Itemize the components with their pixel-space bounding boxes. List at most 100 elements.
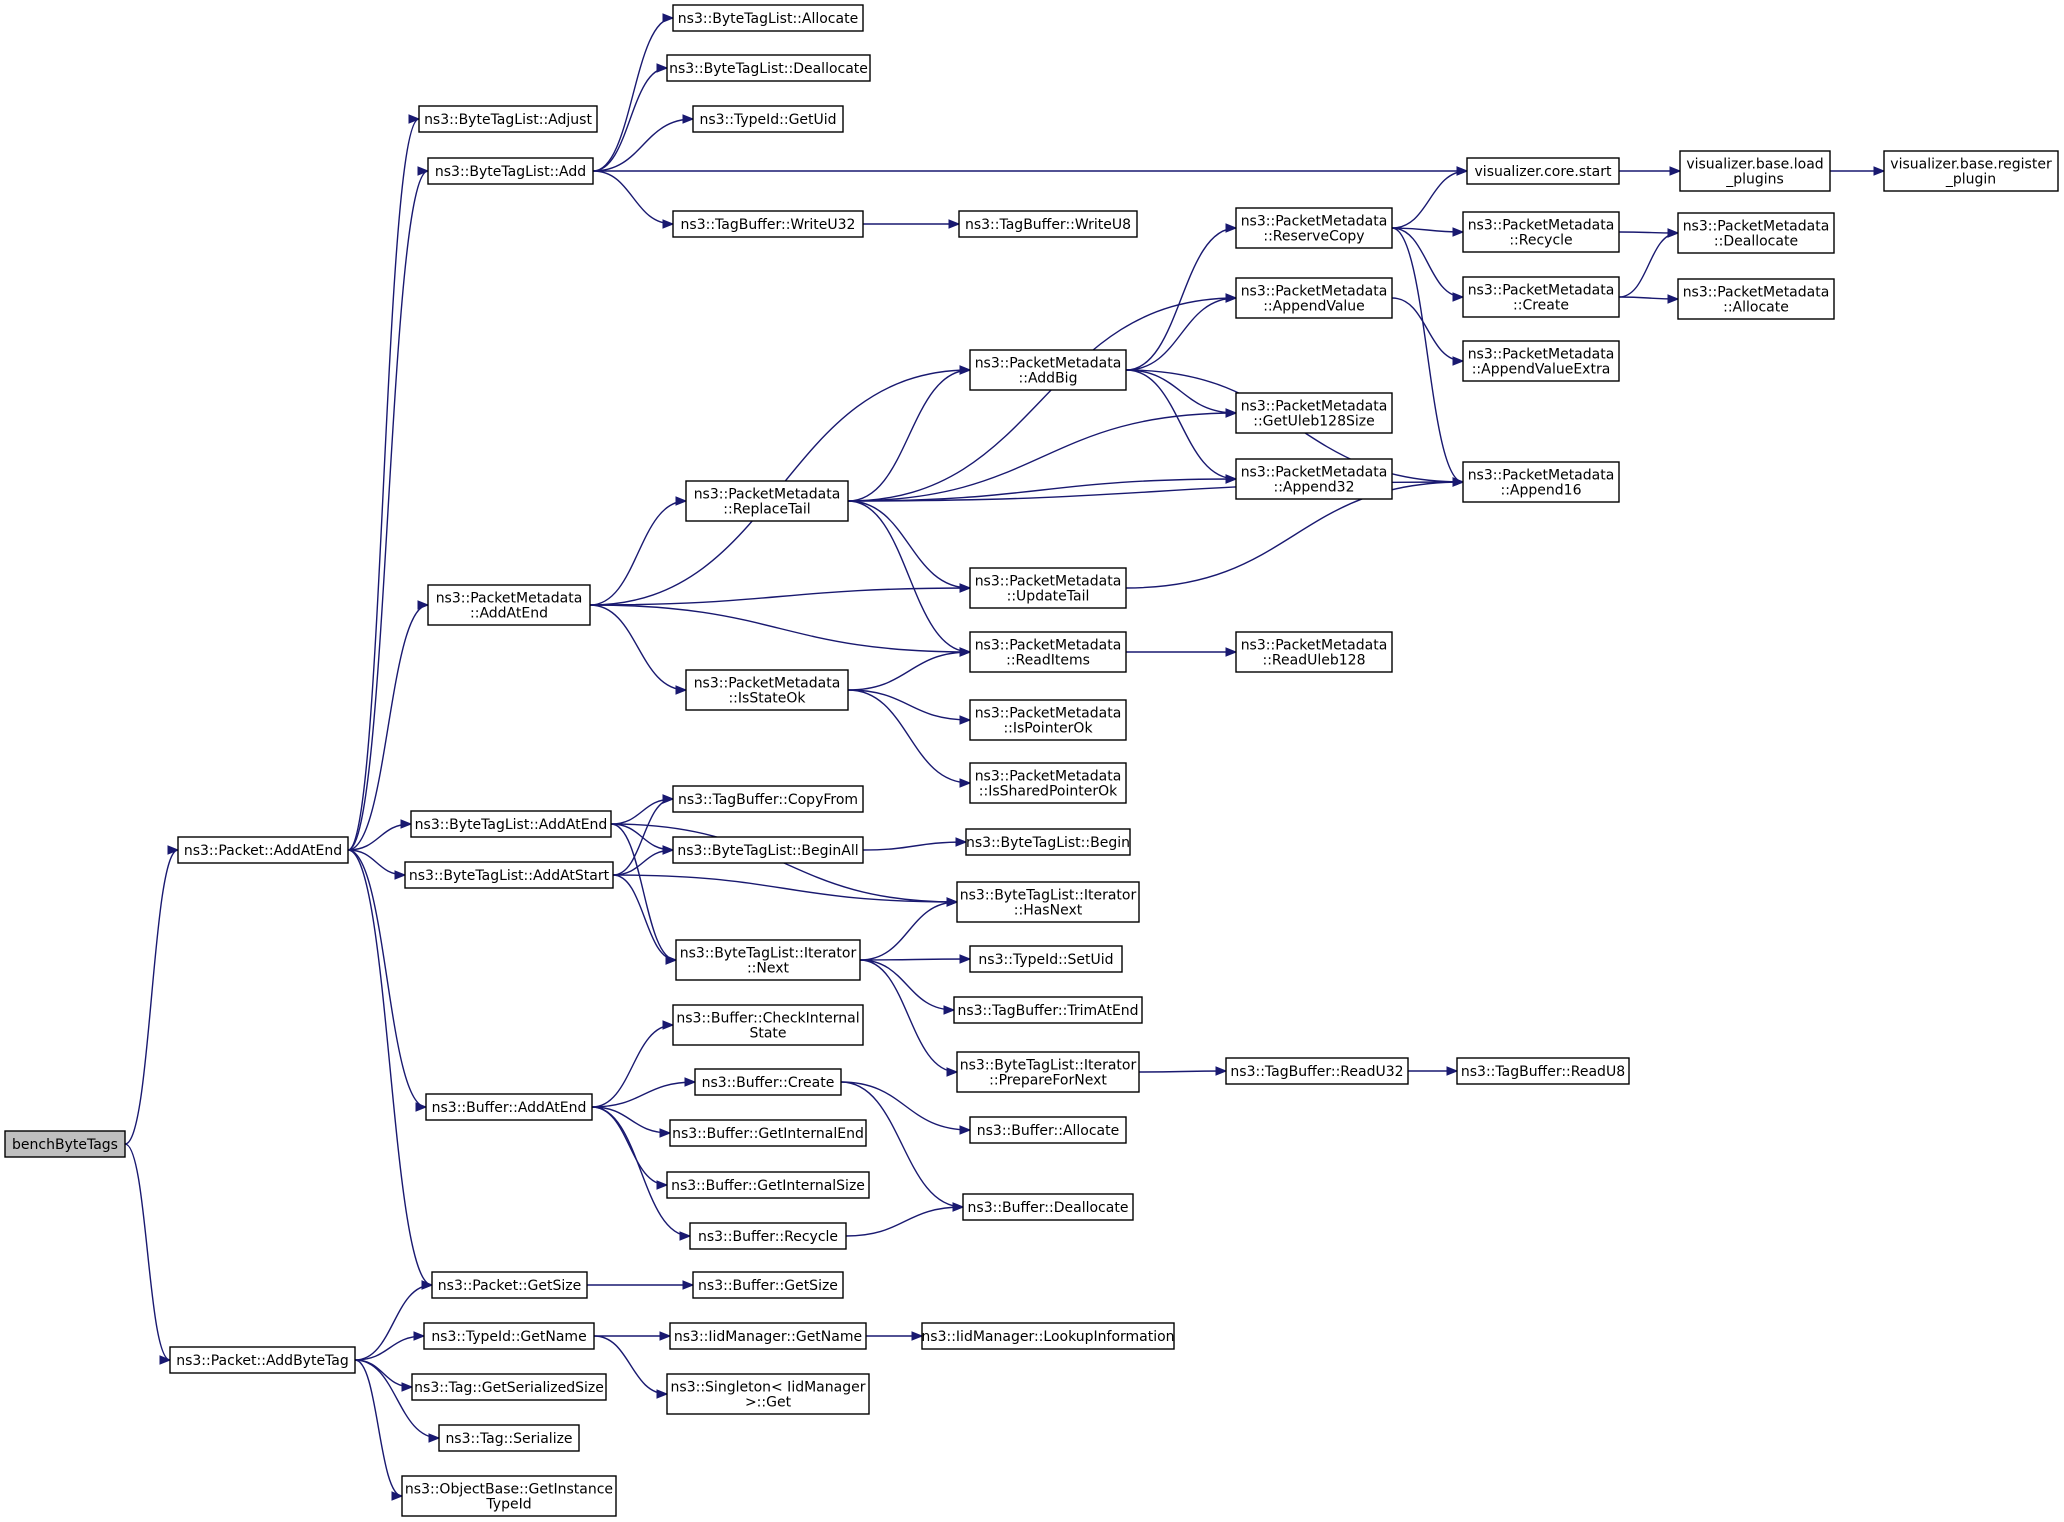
node-buf-add-at-end[interactable]: ns3::Buffer::AddAtEnd [425,1093,593,1121]
node-buf-recycle[interactable]: ns3::Buffer::Recycle [689,1222,847,1250]
edge-btl-it-prepare-for-next-to-tb-read-u32 [1138,1070,1227,1073]
node-iid-mgr-get-name[interactable]: ns3::IidManager::GetName [669,1322,867,1350]
edge-bench-byte-tags-to-add-at-end [124,849,179,1145]
node-btl-add[interactable]: ns3::ByteTagList::Add [427,157,594,185]
node-label: ns3::PacketMetadata [1241,399,1388,415]
edge-pm-replace-tail-to-pm-get-uleb128-size [847,412,1237,502]
node-label: ns3::Buffer::Recycle [698,1229,838,1245]
node-buf-allocate[interactable]: ns3::Buffer::Allocate [969,1116,1127,1144]
node-add-byte-tag[interactable]: ns3::Packet::AddByteTag [169,1346,356,1374]
node-pm-append-value[interactable]: ns3::PacketMetadata::AppendValue [1235,277,1393,319]
node-btl-it-prepare-for-next[interactable]: ns3::ByteTagList::Iterator::PrepareForNe… [956,1051,1140,1093]
node-box [1235,207,1393,249]
node-btl-adjust[interactable]: ns3::ByteTagList::Adjust [418,105,598,133]
edge-bench-byte-tags-to-add-byte-tag [124,1143,171,1361]
node-pkt-get-size[interactable]: ns3::Packet::GetSize [431,1271,588,1299]
arrowhead [428,1433,441,1443]
edge-pm-replace-tail-to-pm-read-items [847,500,971,653]
node-pm-is-state-ok[interactable]: ns3::PacketMetadata::IsStateOk [685,669,849,711]
arrowhead [662,13,675,23]
node-box [692,105,844,133]
node-iid-mgr-lookup-info[interactable]: ns3::IidManager::LookupInformation [921,1322,1175,1350]
node-label: visualizer.base.load [1686,157,1823,173]
node-singleton-get[interactable]: ns3::Singleton< IidManager>::Get [666,1373,870,1415]
node-btl-add-at-end[interactable]: ns3::ByteTagList::AddAtEnd [410,810,612,838]
node-label: ::Deallocate [1714,234,1798,250]
node-box [672,4,864,32]
node-pm-add-big[interactable]: ns3::PacketMetadata::AddBig [969,349,1127,391]
node-box [425,1093,593,1121]
node-pm-recycle[interactable]: ns3::PacketMetadata::Recycle [1462,211,1620,253]
node-pm-create[interactable]: ns3::PacketMetadata::Create [1462,276,1620,318]
node-buf-get-internal-size[interactable]: ns3::Buffer::GetInternalSize [666,1171,870,1199]
node-box [685,480,849,522]
node-tb-read-u32[interactable]: ns3::TagBuffer::ReadU32 [1225,1057,1409,1085]
node-btl-begin-all[interactable]: ns3::ByteTagList::BeginAll [672,836,864,864]
node-tb-write-u8[interactable]: ns3::TagBuffer::WriteU8 [958,210,1138,238]
node-box [1235,458,1393,500]
node-pm-is-pointer-ok[interactable]: ns3::PacketMetadata::IsPointerOk [969,699,1127,741]
node-tb-trim-at-end[interactable]: ns3::TagBuffer::TrimAtEnd [953,996,1143,1024]
node-label: ns3::PacketMetadata [975,706,1122,722]
node-label: ns3::PacketMetadata [1241,284,1388,300]
node-bench-byte-tags[interactable]: benchByteTags [4,1130,126,1158]
node-pm-is-shared-pointer-ok[interactable]: ns3::PacketMetadata::IsSharedPointerOk [969,762,1127,804]
node-pm-append16[interactable]: ns3::PacketMetadata::Append16 [1462,461,1620,503]
node-buf-get-internal-end[interactable]: ns3::Buffer::GetInternalEnd [669,1119,867,1147]
node-label: ns3::PacketMetadata [1683,285,1830,301]
node-tb-write-u32[interactable]: ns3::TagBuffer::WriteU32 [672,210,864,238]
node-pm-append-value-extra[interactable]: ns3::PacketMetadata::AppendValueExtra [1462,340,1620,382]
arrowhead [159,1355,172,1365]
node-pm-get-uleb128-size[interactable]: ns3::PacketMetadata::GetUleb128Size [1235,392,1393,434]
node-label: ns3::TagBuffer::TrimAtEnd [957,1003,1138,1019]
node-type-id-set-uid[interactable]: ns3::TypeId::SetUid [969,945,1123,973]
node-tb-read-u8[interactable]: ns3::TagBuffer::ReadU8 [1456,1057,1630,1085]
node-tag-get-ser-size[interactable]: ns3::Tag::GetSerializedSize [411,1373,607,1401]
node-pm-update-tail[interactable]: ns3::PacketMetadata::UpdateTail [969,567,1127,609]
node-box [672,836,864,864]
node-tag-serialize[interactable]: ns3::Tag::Serialize [438,1424,580,1452]
node-type-id-get-name[interactable]: ns3::TypeId::GetName [423,1322,595,1350]
node-pm-reserve-copy[interactable]: ns3::PacketMetadata::ReserveCopy [1235,207,1393,249]
node-pm-read-uleb128[interactable]: ns3::PacketMetadata::ReadUleb128 [1235,631,1393,673]
node-vis-core-start[interactable]: visualizer.core.start [1466,157,1620,185]
arrowhead [421,1280,434,1290]
node-pm-add-at-end[interactable]: ns3::PacketMetadata::AddAtEnd [427,584,591,626]
node-label: ::HasNext [1014,903,1083,919]
arrowhead [679,1231,692,1241]
node-add-at-end[interactable]: ns3::Packet::AddAtEnd [177,836,349,864]
node-pm-append32[interactable]: ns3::PacketMetadata::Append32 [1235,458,1393,500]
node-label: ns3::PacketMetadata [436,591,583,607]
node-btl-allocate[interactable]: ns3::ByteTagList::Allocate [672,4,864,32]
node-box [1677,278,1835,320]
node-vis-register-plugin[interactable]: visualizer.base.register_plugin [1883,150,2059,192]
edge-btl-it-next-to-type-id-set-uid [859,958,971,961]
node-buf-get-size[interactable]: ns3::Buffer::GetSize [692,1271,844,1299]
node-buf-deallocate[interactable]: ns3::Buffer::Deallocate [962,1193,1134,1221]
edge-add-at-end-to-pkt-get-size [347,849,433,1286]
node-pm-replace-tail[interactable]: ns3::PacketMetadata::ReplaceTail [685,480,849,522]
edge-btl-add-to-btl-deallocate [592,67,668,172]
node-btl-add-at-start[interactable]: ns3::ByteTagList::AddAtStart [404,861,614,889]
node-buf-create[interactable]: ns3::Buffer::Create [694,1068,842,1096]
node-label: ns3::TagBuffer::ReadU8 [1461,1064,1625,1080]
node-label: ns3::Packet::AddAtEnd [184,843,342,859]
node-label: ::AppendValueExtra [1472,362,1611,378]
arrowhead [1452,227,1465,237]
edge-pm-add-at-end-to-pm-read-items [589,604,971,653]
node-tb-copy-from[interactable]: ns3::TagBuffer::CopyFrom [672,785,864,813]
node-pm-deallocate[interactable]: ns3::PacketMetadata::Deallocate [1677,212,1835,254]
node-btl-it-next[interactable]: ns3::ByteTagList::Iterator::Next [675,939,861,981]
node-btl-deallocate[interactable]: ns3::ByteTagList::Deallocate [666,54,871,82]
edge-buf-create-to-buf-deallocate [840,1081,964,1208]
node-pm-read-items[interactable]: ns3::PacketMetadata::ReadItems [969,631,1127,673]
node-btl-it-has-next[interactable]: ns3::ByteTagList::Iterator::HasNext [956,881,1140,923]
node-btl-begin[interactable]: ns3::ByteTagList::Begin [965,828,1131,856]
node-pm-allocate[interactable]: ns3::PacketMetadata::Allocate [1677,278,1835,320]
arrowhead [413,1331,426,1341]
arrowhead [656,1389,669,1399]
node-type-id-get-uid[interactable]: ns3::TypeId::GetUid [692,105,844,133]
node-vis-load-plugins[interactable]: visualizer.base.load_plugins [1679,150,1831,192]
